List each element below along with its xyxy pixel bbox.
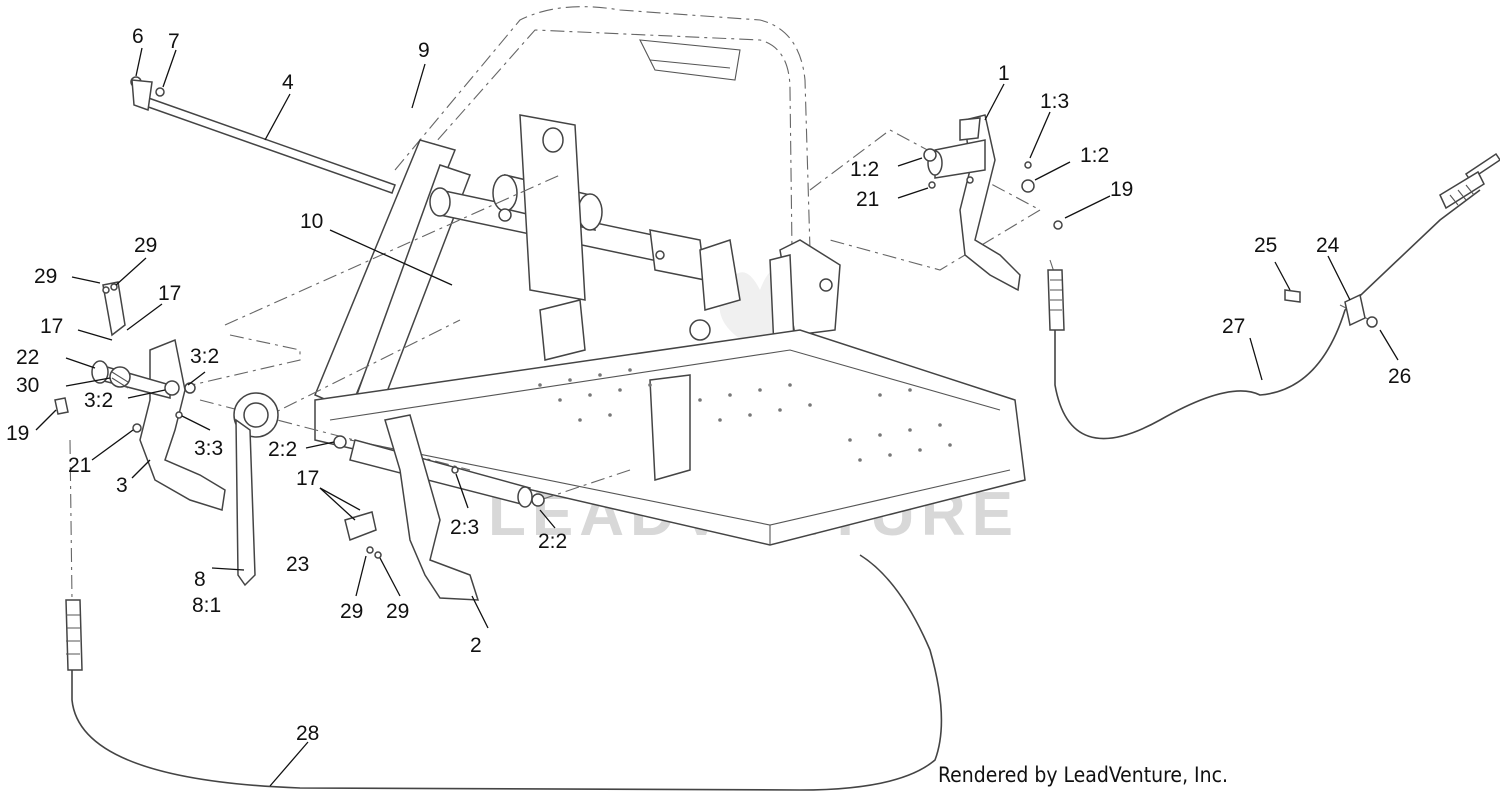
- callout-17-upper: 17: [158, 282, 181, 305]
- callout-17-center: 17: [296, 467, 319, 490]
- callout-2-3: 2:3: [450, 516, 479, 539]
- pedal-assembly-2: [333, 414, 545, 601]
- callout-3-2-right: 3:2: [190, 345, 219, 368]
- callout-1-3: 1:3: [1040, 90, 1069, 113]
- callout-1-2-right: 1:2: [1080, 144, 1109, 167]
- callout-2-2-left: 2:2: [268, 438, 297, 461]
- cable-28: [65, 554, 943, 791]
- callout-6: 6: [132, 25, 144, 48]
- leader-lines: [35, 47, 1399, 787]
- render-credit: Rendered by LeadVenture, Inc.: [938, 763, 1228, 787]
- callout-8: 8: [194, 568, 206, 591]
- callout-26: 26: [1388, 365, 1411, 388]
- callout-3-2-left: 3:2: [84, 389, 113, 412]
- callout-29-center-right: 29: [386, 600, 409, 623]
- callout-28: 28: [296, 722, 319, 745]
- callout-17-left: 17: [40, 315, 63, 338]
- callout-25: 25: [1254, 234, 1277, 257]
- callout-21-left: 21: [68, 454, 91, 477]
- rod-4: [130, 76, 396, 194]
- callout-24: 24: [1316, 234, 1340, 257]
- cable-27: [1047, 152, 1500, 440]
- callout-29-center-left: 29: [340, 600, 363, 623]
- callout-9: 9: [418, 39, 430, 62]
- callout-3-3: 3:3: [194, 437, 223, 460]
- seat-frame: [69, 6, 1371, 601]
- callout-29-top: 29: [134, 234, 157, 257]
- callout-23: 23: [286, 553, 309, 576]
- callout-21-right: 21: [856, 188, 879, 211]
- callout-30: 30: [16, 374, 39, 397]
- callout-2: 2: [470, 634, 482, 657]
- callout-1: 1: [998, 62, 1010, 85]
- callout-19-right: 19: [1110, 178, 1133, 201]
- callout-22: 22: [16, 346, 39, 369]
- callout-3: 3: [116, 474, 128, 497]
- callout-labels: 1 1:3 1:2 1:2 21 19 25 24 27 26 6 7 4 9 …: [6, 25, 1411, 745]
- callout-27: 27: [1222, 315, 1245, 338]
- pedal-assembly-3: [54, 281, 226, 511]
- callout-4: 4: [282, 71, 294, 94]
- callout-1-2-left: 1:2: [850, 158, 879, 181]
- callout-2-2-right: 2:2: [538, 530, 567, 553]
- callout-29-left: 29: [34, 265, 57, 288]
- pedal-assembly-1: [923, 114, 1035, 292]
- callout-10: 10: [300, 210, 323, 233]
- callout-19-left: 19: [6, 422, 29, 445]
- callout-8-1: 8:1: [192, 594, 221, 617]
- callout-7: 7: [168, 30, 180, 53]
- lever-8: [233, 392, 279, 587]
